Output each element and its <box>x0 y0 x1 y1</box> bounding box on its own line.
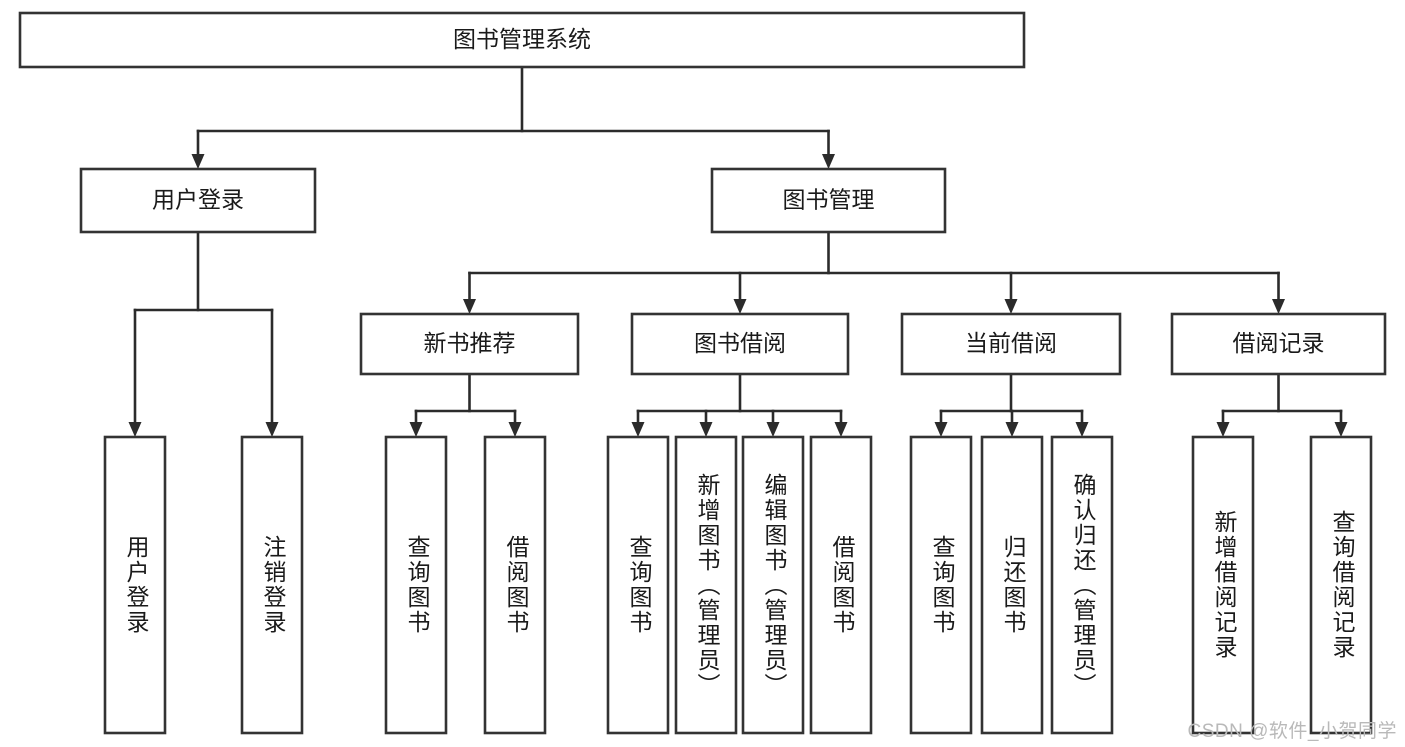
node-leaf-borrow-book-recommend-box[interactable] <box>483 435 547 735</box>
user-login-branch-0-arrowhead <box>128 422 142 437</box>
root-branch-1-arrowhead <box>822 154 835 169</box>
new-book-recommend-branch-0-arrowhead <box>409 422 423 437</box>
node-user-login-label: 用户登录 <box>152 187 244 213</box>
node-leaf-confirm-return-admin-box[interactable] <box>1050 435 1114 735</box>
node-leaf-query-book-recommend-box[interactable] <box>384 435 448 735</box>
node-book-borrow-box[interactable] <box>630 312 850 376</box>
node-root-label: 图书管理系统 <box>453 26 591 52</box>
new-book-recommend-branch-1-arrowhead <box>508 422 522 437</box>
node-leaf-borrow-book-box[interactable] <box>809 435 873 735</box>
current-borrow-branch-0-arrowhead <box>934 422 948 437</box>
node-leaf-add-borrow-record-box[interactable] <box>1191 435 1255 735</box>
node-leaf-query-book-borrow-box[interactable] <box>606 435 670 735</box>
node-book-management-box[interactable] <box>710 167 947 234</box>
node-leaf-query-book-current-box[interactable] <box>909 435 973 735</box>
node-borrow-record-box[interactable] <box>1170 312 1387 376</box>
book-management-branch-2-arrowhead <box>1004 299 1018 314</box>
book-management-branch-3-arrowhead <box>1272 299 1285 314</box>
user-login-branch-1-arrowhead <box>265 422 279 437</box>
node-leaf-return-book-box[interactable] <box>980 435 1044 735</box>
book-borrow-branch-2-arrowhead <box>766 422 780 437</box>
node-leaf-logout-box[interactable] <box>240 435 304 735</box>
book-management-branch-0-arrowhead <box>463 299 476 314</box>
node-book-borrow-label: 图书借阅 <box>694 330 786 356</box>
node-leaf-edit-book-admin-box[interactable] <box>741 435 805 735</box>
node-leaf-query-borrow-record-box[interactable] <box>1309 435 1373 735</box>
borrow-record-branch-0-arrowhead <box>1216 422 1230 437</box>
node-book-management-label: 图书管理 <box>783 187 875 213</box>
borrow-record-branch-1-arrowhead <box>1334 422 1348 437</box>
node-borrow-record-label: 借阅记录 <box>1233 330 1325 356</box>
node-leaf-user-login-box[interactable] <box>103 435 167 735</box>
watermark-text: CSDN @软件_小贺同学 <box>1187 721 1397 742</box>
node-current-borrow-label: 当前借阅 <box>965 330 1057 356</box>
current-borrow-branch-1-arrowhead <box>1005 422 1019 437</box>
current-borrow-branch-2-arrowhead <box>1075 422 1089 437</box>
book-management-branch-1-arrowhead <box>733 299 747 314</box>
node-root-box[interactable] <box>18 11 1026 69</box>
root-branch-0-arrowhead <box>191 154 205 169</box>
node-user-login-box[interactable] <box>79 167 317 234</box>
node-new-book-recommend-label: 新书推荐 <box>424 330 516 356</box>
edges-layer <box>128 65 1348 437</box>
node-leaf-add-book-admin-box[interactable] <box>674 435 738 735</box>
node-new-book-recommend-box[interactable] <box>359 312 580 376</box>
node-current-borrow-box[interactable] <box>900 312 1122 376</box>
book-borrow-branch-3-arrowhead <box>834 422 848 437</box>
book-borrow-branch-1-arrowhead <box>699 422 713 437</box>
book-borrow-branch-0-arrowhead <box>631 422 645 437</box>
